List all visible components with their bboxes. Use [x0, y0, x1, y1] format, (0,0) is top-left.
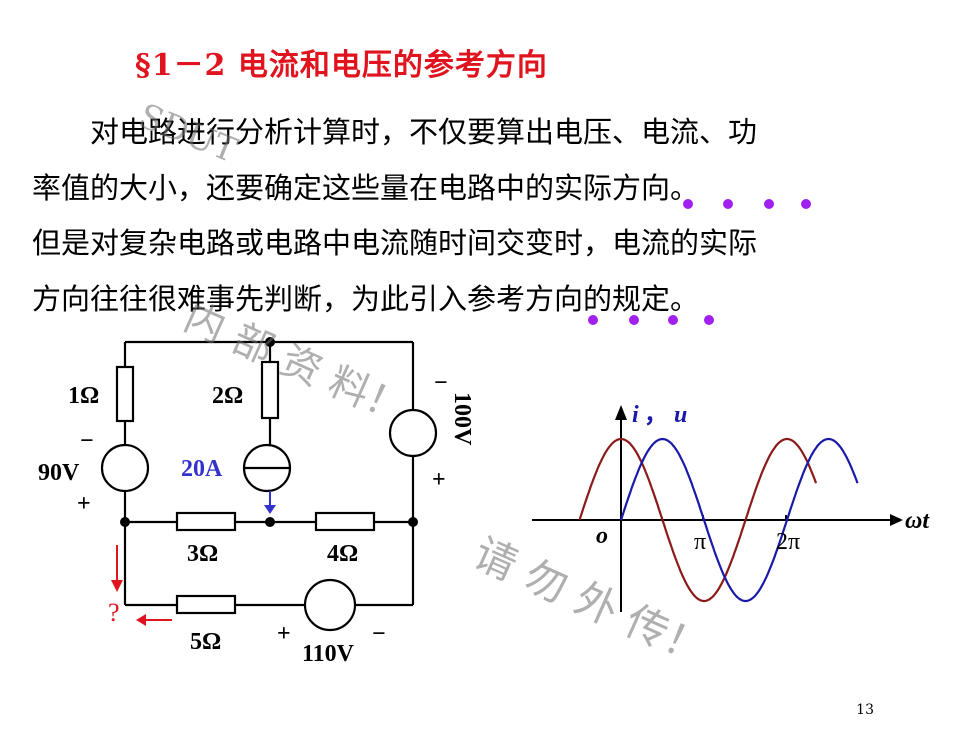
- current-arrow-head: [264, 505, 276, 514]
- page-title: §1－2 电流和电压的参考方向: [135, 48, 548, 83]
- current-waveform-i: [578, 437, 818, 603]
- emphasis-dots-2: [588, 315, 718, 327]
- node-left: [120, 517, 130, 527]
- y-label-u: u: [674, 402, 687, 428]
- unknown-arrow-down-head: [111, 580, 123, 592]
- node-center: [265, 517, 275, 527]
- label-3ohm: 3Ω: [187, 541, 218, 567]
- y-label-comma: ，: [644, 402, 668, 428]
- paragraph-1: 对电路进行分析计算时，不仅要算出电压、电流、功 率值的大小，还要确定这些量在电路…: [32, 104, 757, 216]
- origin-label: o: [596, 523, 608, 549]
- label-2ohm: 2Ω: [212, 383, 243, 409]
- paragraph-2-line-1: 但是对复杂电路或电路中电流随时间交变时，电流的实际: [32, 226, 758, 260]
- label-110v: 110V: [302, 641, 355, 667]
- unknown-arrow-left-head: [136, 614, 146, 626]
- label-100v-minus: −: [434, 370, 448, 396]
- node-right: [408, 517, 418, 527]
- tick-label-2pi: 2π: [776, 529, 800, 555]
- label-90v: 90V: [38, 460, 80, 486]
- paragraph-2: 但是对复杂电路或电路中电流随时间交变时，电流的实际 方向往往很难事先判断，为此引…: [32, 215, 757, 327]
- paragraph-1-line-2: 率值的大小，还要确定这些量在电路中的实际方向。: [32, 171, 700, 205]
- y-label-i: i: [632, 402, 639, 428]
- node-top-middle: [265, 337, 275, 347]
- label-100v: 100V: [449, 392, 475, 446]
- tick-label-pi: π: [694, 529, 706, 555]
- label-1ohm: 1Ω: [68, 383, 99, 409]
- paragraph-1-line-1: 对电路进行分析计算时，不仅要算出电压、电流、功: [32, 115, 758, 149]
- label-4ohm: 4Ω: [327, 541, 358, 567]
- label-5ohm: 5Ω: [190, 629, 221, 655]
- label-110v-plus: +: [277, 621, 291, 647]
- label-20a: 20A: [181, 456, 223, 482]
- label-unknown-current: ?: [108, 598, 120, 627]
- y-axis-arrowhead: [615, 405, 627, 420]
- page-number: 13: [856, 702, 874, 718]
- label-100v-plus: +: [432, 467, 446, 493]
- x-axis-arrowhead: [890, 514, 903, 526]
- emphasis-dots-1: [683, 199, 813, 211]
- label-90v-minus: −: [80, 428, 94, 454]
- label-110v-minus: −: [372, 621, 386, 647]
- x-label-omega-t: ωt: [905, 508, 930, 534]
- voltage-waveform-u: [619, 437, 859, 603]
- paragraph-2-line-2: 方向往往很难事先判断，为此引入参考方向的规定。: [32, 282, 700, 316]
- label-90v-plus: +: [77, 491, 91, 517]
